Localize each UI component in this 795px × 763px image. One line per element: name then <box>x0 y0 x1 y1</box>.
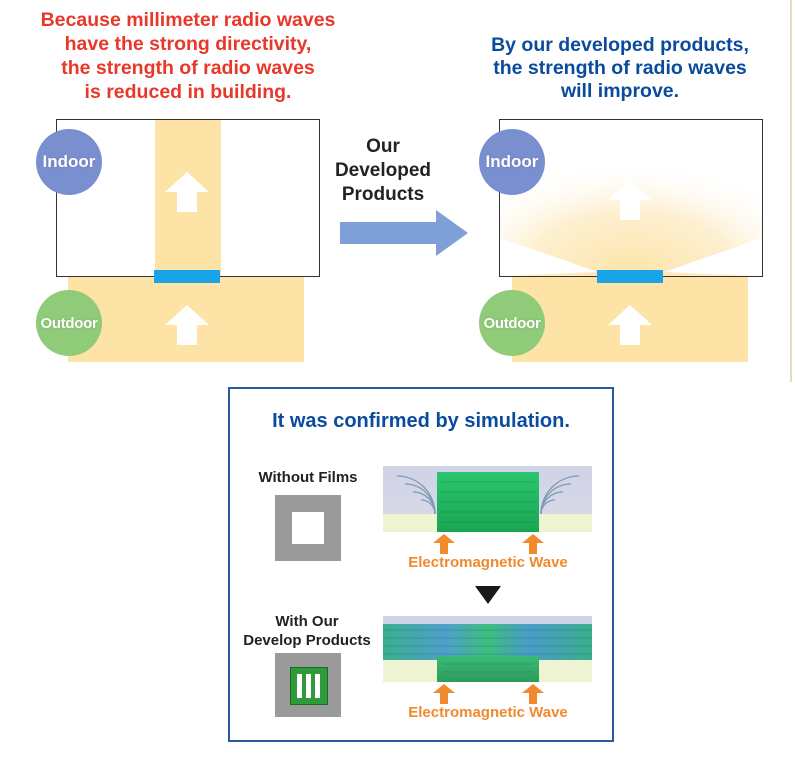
left-outdoor-up-arrow-icon <box>165 305 209 345</box>
left-indoor-label: Indoor <box>42 152 96 171</box>
right-indoor-up-arrow-icon <box>608 180 652 220</box>
with-products-label-line-1: With Our <box>275 613 339 630</box>
left-caption-line-3: the strength of radio waves <box>61 57 315 79</box>
without-films-icon <box>275 495 341 561</box>
simulation-title: It was confirmed by simulation. <box>272 410 570 432</box>
with-products-label: With Our Develop Products <box>232 612 382 650</box>
left-outdoor-circle: Outdoor <box>36 290 102 356</box>
right-arrow-icon <box>340 210 468 256</box>
em-arrow-1-right-icon <box>522 534 544 554</box>
right-indoor-circle: Indoor <box>479 129 545 195</box>
em-arrow-1-left-icon <box>433 534 455 554</box>
right-indoor-label: Indoor <box>485 152 539 171</box>
right-caption-line-2: the strength of radio waves <box>493 57 747 79</box>
right-caption-line-3: will improve. <box>560 80 680 102</box>
arrow-label: Our Developed Products <box>318 135 448 207</box>
with-products-simulation-image <box>383 616 592 682</box>
edge-divider <box>790 0 792 382</box>
left-indoor-up-arrow-icon <box>165 172 209 212</box>
em-wave-label-1: Electromagnetic Wave <box>408 554 568 571</box>
right-outdoor-circle: Outdoor <box>479 290 545 356</box>
left-caption-line-1: Because millimeter radio waves <box>40 9 336 31</box>
em-arrow-2-right-icon <box>522 684 544 704</box>
left-film <box>154 270 220 283</box>
em-arrow-2-left-icon <box>433 684 455 704</box>
right-outdoor-label: Outdoor <box>483 314 541 332</box>
em-wave-label-2: Electromagnetic Wave <box>408 704 568 721</box>
down-triangle-icon <box>475 586 501 604</box>
with-products-label-line-2: Develop Products <box>243 632 371 649</box>
left-caption: Because millimeter radio waves have the … <box>0 8 376 104</box>
left-outdoor-label: Outdoor <box>40 314 98 332</box>
arrow-label-line-2: Developed <box>334 160 432 181</box>
arrow-label-line-3: Products <box>341 184 425 205</box>
with-products-icon <box>275 653 341 717</box>
right-outdoor-up-arrow-icon <box>608 305 652 345</box>
left-caption-line-4: is reduced in building. <box>84 81 292 103</box>
right-caption-line-1: By our developed products, <box>491 34 749 56</box>
left-caption-line-2: have the strong directivity, <box>64 33 312 55</box>
right-radio-spread <box>500 120 762 276</box>
right-caption: By our developed products, the strength … <box>455 34 785 103</box>
arrow-label-line-1: Our <box>366 136 400 157</box>
without-films-label: Without Films <box>258 469 358 486</box>
right-film <box>597 270 663 283</box>
without-films-simulation-image <box>383 466 592 532</box>
left-indoor-circle: Indoor <box>36 129 102 195</box>
